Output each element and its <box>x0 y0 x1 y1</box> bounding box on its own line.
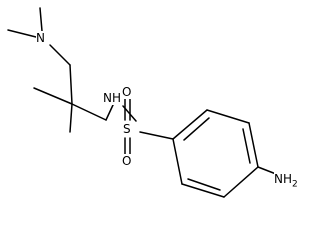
atom-label-nh-sulfonamide: NH <box>103 91 121 105</box>
bond <box>223 166 259 198</box>
bond <box>7 29 37 38</box>
bond <box>172 109 208 140</box>
bond <box>206 109 250 124</box>
bond <box>49 44 71 66</box>
atom-label-oxygen-bottom: O <box>122 154 132 168</box>
bond <box>181 183 225 198</box>
atom-label-amine: NH2 <box>274 172 298 192</box>
bond <box>257 166 277 175</box>
bond <box>33 87 73 105</box>
bond <box>39 7 43 32</box>
bond <box>172 138 183 185</box>
atom-label-n-dimethyl: N <box>36 31 45 45</box>
bond <box>183 117 210 141</box>
bond <box>105 104 114 121</box>
bond <box>187 178 221 191</box>
bond <box>139 131 174 140</box>
bond <box>69 64 73 105</box>
bond <box>71 103 107 121</box>
atom-label-sulfur: S <box>123 122 131 136</box>
bond <box>69 103 73 133</box>
bond <box>248 122 259 168</box>
bond-layer <box>7 7 277 198</box>
atom-label-oxygen-top: O <box>122 85 132 99</box>
structure-diagram: N NH S O O NH2 <box>7 7 298 198</box>
bond <box>242 128 251 164</box>
